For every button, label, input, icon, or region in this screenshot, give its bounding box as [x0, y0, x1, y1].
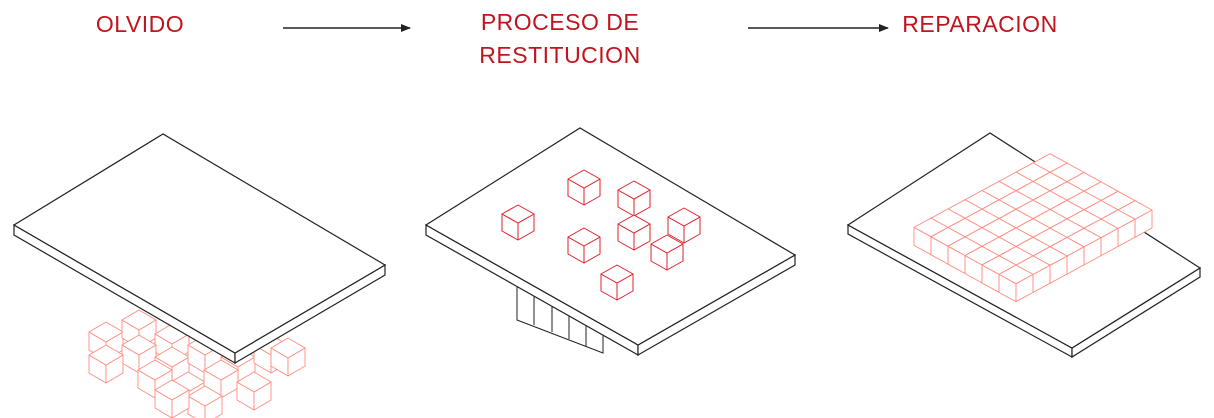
cube-face — [121, 309, 157, 331]
cube-face — [617, 214, 651, 234]
cube-face — [270, 337, 306, 359]
cube-face — [236, 371, 272, 393]
scattered-cubes-below — [88, 309, 306, 418]
cube-face — [998, 264, 1034, 285]
cube-face — [137, 359, 173, 381]
plate-top — [424, 127, 797, 346]
plate-top — [12, 133, 387, 354]
cube-face — [187, 385, 223, 407]
cube-face — [617, 180, 651, 200]
cube-face — [154, 379, 190, 401]
cube-face — [650, 234, 684, 254]
label-reparacion: REPARACION — [902, 11, 1058, 37]
cube-face — [667, 207, 701, 227]
cube-face — [600, 264, 634, 284]
cube-grid-on-plate — [913, 153, 1153, 303]
cube-face — [501, 204, 535, 224]
cubes-on-plate — [501, 169, 701, 301]
cube-face — [567, 227, 601, 247]
plate-proceso — [424, 127, 797, 357]
cube-face — [567, 169, 601, 189]
label-proceso-line1: PROCESO DE — [480, 9, 640, 35]
plate-olvido — [12, 133, 387, 365]
label-proceso-de-restitucion: PROCESO DE RESTITUCION — [440, 6, 680, 72]
label-olvido: OLVIDO — [95, 11, 185, 37]
label-proceso-line2: RESTITUCION — [479, 42, 641, 68]
cube-face — [88, 344, 124, 366]
cube-face — [121, 334, 157, 356]
cube-face — [203, 359, 239, 381]
